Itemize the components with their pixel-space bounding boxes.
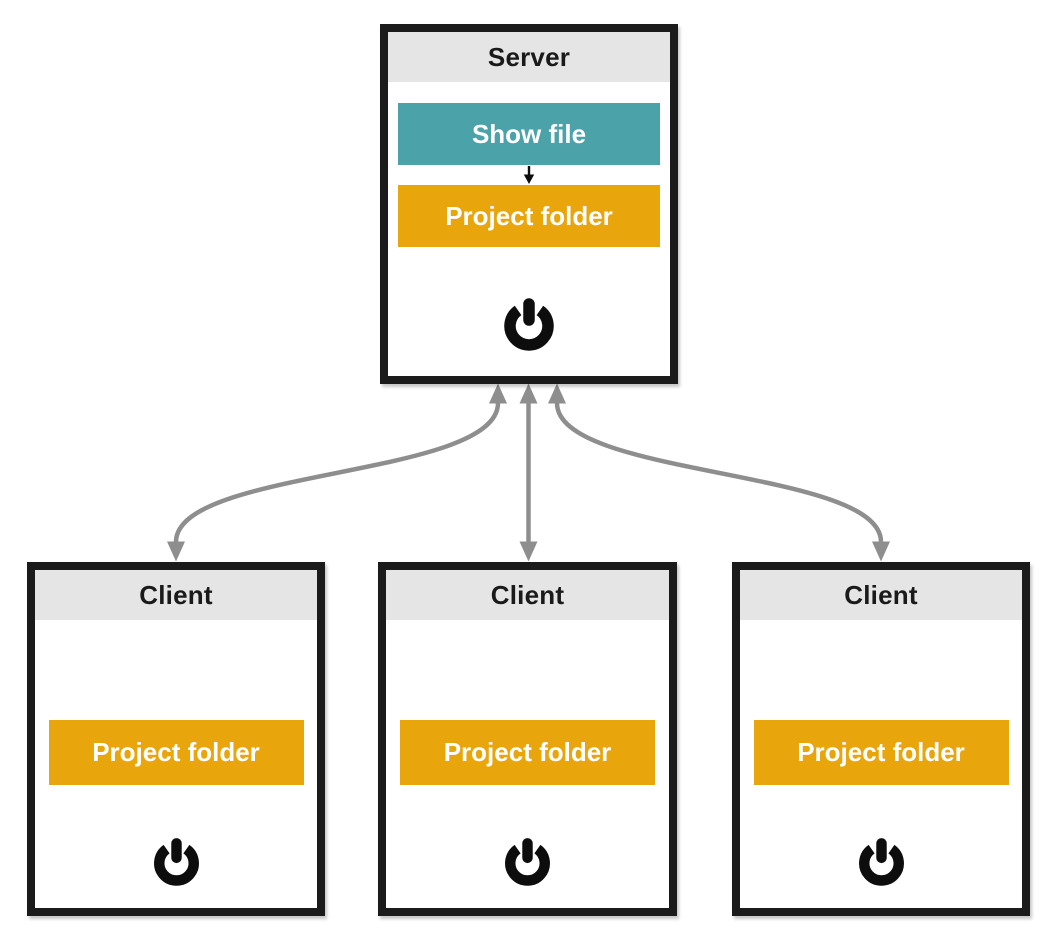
server-header: Server bbox=[388, 32, 670, 82]
server-title: Server bbox=[487, 41, 571, 72]
server-node: Server Show file Project folder bbox=[380, 24, 678, 384]
client-3-project-folder-button[interactable]: Project folder bbox=[753, 720, 1009, 785]
client-3-header: Client bbox=[740, 570, 1022, 620]
client-1-title: Client bbox=[139, 579, 213, 610]
client-1-project-folder-button[interactable]: Project folder bbox=[48, 720, 304, 785]
client-node-2: Client Project folder bbox=[378, 562, 677, 916]
power-icon[interactable] bbox=[857, 837, 906, 886]
show-file-button[interactable]: Show file bbox=[398, 103, 660, 165]
client-2-header: Client bbox=[386, 570, 669, 620]
client-2-title: Client bbox=[490, 579, 565, 610]
client-1-header: Client bbox=[35, 570, 317, 620]
client-3-title: Client bbox=[844, 579, 918, 610]
client-2-project-folder-button[interactable]: Project folder bbox=[400, 720, 655, 785]
bidirectional-arrow-server-client1 bbox=[167, 383, 507, 562]
client-node-1: Client Project folder bbox=[27, 562, 325, 916]
client-node-3: Client Project folder bbox=[732, 562, 1030, 916]
power-icon[interactable] bbox=[152, 837, 201, 886]
power-icon[interactable] bbox=[502, 297, 556, 351]
down-arrow-icon bbox=[523, 166, 535, 184]
server-project-folder-button[interactable]: Project folder bbox=[398, 185, 660, 247]
power-icon[interactable] bbox=[503, 837, 552, 886]
bidirectional-arrow-server-client3 bbox=[548, 383, 890, 562]
